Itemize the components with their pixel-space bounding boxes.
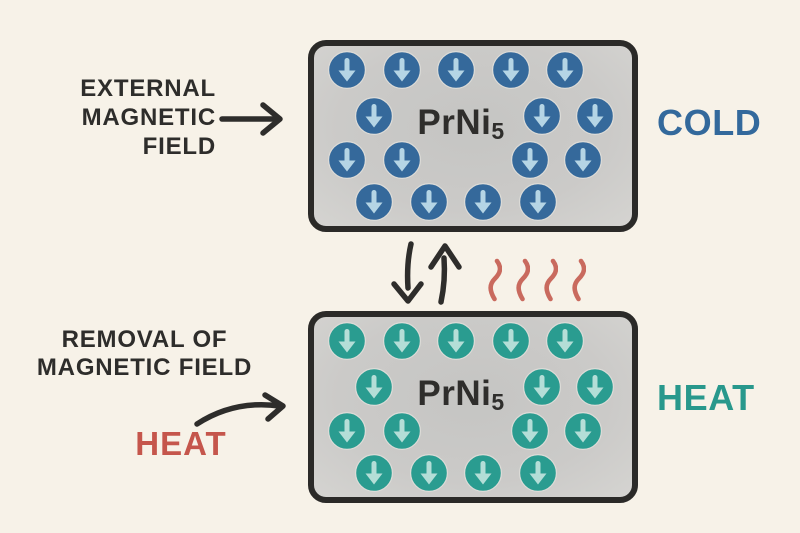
spin-down-icon	[564, 141, 602, 179]
heat-wave-icon	[516, 258, 530, 302]
heat-waves	[488, 258, 586, 302]
spin-down-icon	[492, 322, 530, 360]
heat-input-label: HEAT	[135, 425, 227, 462]
spin-down-icon	[464, 454, 502, 492]
spin-down-icon	[328, 51, 366, 89]
spin-down-icon	[383, 51, 421, 89]
spin-down-icon	[519, 183, 557, 221]
spin-down-icon	[437, 51, 475, 89]
spin-down-icon	[492, 51, 530, 89]
heat-output-label: HEAT	[657, 377, 755, 418]
prni5-box-cold: PrNi5	[308, 40, 638, 232]
spin-down-icon	[437, 322, 475, 360]
right-arrow-icon	[219, 102, 283, 136]
down-arrow-icon	[391, 241, 424, 304]
material-subscript: 5	[491, 118, 505, 144]
spin-down-icon	[511, 412, 549, 450]
spin-down-icon	[576, 368, 614, 406]
spin-down-icon	[464, 183, 502, 221]
cold-label: COLD	[657, 102, 762, 143]
external-label-line1: EXTERNAL	[80, 75, 216, 102]
heat-wave-icon	[488, 258, 502, 302]
spin-down-icon	[511, 141, 549, 179]
up-arrow-icon	[428, 243, 462, 305]
spin-down-icon	[564, 412, 602, 450]
spin-down-icon	[523, 97, 561, 135]
spin-down-icon	[355, 454, 393, 492]
heat-wave-icon	[544, 258, 558, 302]
spin-down-icon	[546, 322, 584, 360]
external-magnetic-field-label: EXTERNAL MAGNETIC FIELD	[0, 74, 216, 161]
spin-down-icon	[383, 322, 421, 360]
material-subscript: 5	[491, 389, 505, 415]
material-label: PrNi5	[417, 374, 505, 415]
spin-down-icon	[355, 97, 393, 135]
spin-down-icon	[355, 368, 393, 406]
spin-down-icon	[328, 412, 366, 450]
spin-down-icon	[576, 97, 614, 135]
removal-label-line2: MAGNETIC FIELD	[36, 354, 253, 381]
spin-down-icon	[328, 322, 366, 360]
spin-down-icon	[328, 141, 366, 179]
material-label: PrNi5	[417, 103, 505, 144]
heat-wave-icon	[572, 258, 586, 302]
spin-down-icon	[383, 141, 421, 179]
removal-label-line1: REMOVAL OF	[61, 326, 228, 353]
spin-down-icon	[355, 183, 393, 221]
removal-of-magnetic-field-label: REMOVAL OF MAGNETIC FIELD	[22, 326, 267, 382]
prni5-box-hot: PrNi5	[308, 311, 638, 503]
external-label-line3: FIELD	[142, 133, 216, 160]
external-label-line2: MAGNETIC	[81, 104, 216, 131]
spin-down-icon	[383, 412, 421, 450]
material-formula: PrNi	[417, 103, 492, 142]
material-formula: PrNi	[417, 374, 492, 413]
curved-arrow-icon	[194, 392, 286, 427]
spin-down-icon	[519, 454, 557, 492]
spin-down-icon	[410, 454, 448, 492]
spin-down-icon	[523, 368, 561, 406]
spin-down-icon	[410, 183, 448, 221]
spin-down-icon	[546, 51, 584, 89]
